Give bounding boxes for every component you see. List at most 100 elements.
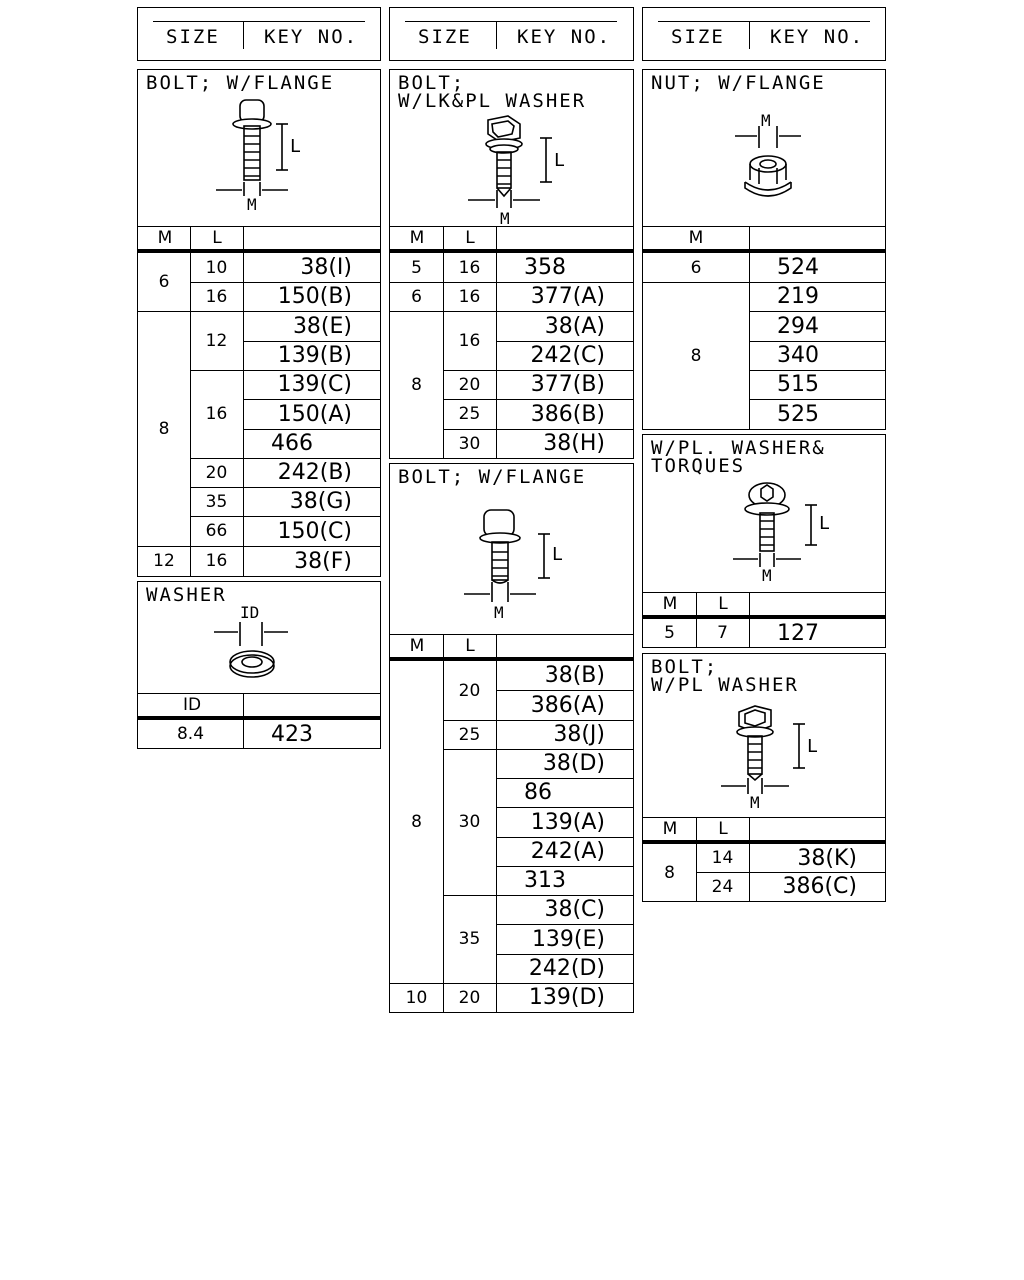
cell-m: 6 <box>158 272 170 292</box>
cell-l: 16 <box>458 286 481 307</box>
cell-l: 20 <box>458 987 481 1008</box>
col-divider <box>443 226 444 458</box>
header-size-label: SIZE <box>166 26 220 48</box>
cell-key: 242(B) <box>277 460 352 485</box>
rule <box>138 546 190 547</box>
cell-key: 38(A) <box>544 313 605 339</box>
rule <box>243 429 380 430</box>
cell-key: 386(A) <box>530 692 605 718</box>
cell-m: 5 <box>411 257 422 278</box>
rule <box>190 458 243 459</box>
header-key-label: KEY NO. <box>770 26 865 48</box>
rule <box>496 983 633 984</box>
cell-key: 38(F) <box>294 548 352 574</box>
col-divider <box>749 226 750 429</box>
rule <box>496 807 633 808</box>
rule <box>243 341 380 342</box>
header-separator <box>390 657 633 661</box>
header-key-label: KEY NO. <box>264 26 359 48</box>
rule <box>390 282 443 283</box>
cell-key: 358 <box>524 255 566 280</box>
header-separator <box>643 840 885 844</box>
rule <box>243 487 380 488</box>
cell-key: 242(A) <box>530 839 605 864</box>
rule <box>443 720 496 721</box>
cell-key: 150(B) <box>277 284 352 309</box>
rule <box>243 370 380 371</box>
cell-key: 386(B) <box>530 401 605 427</box>
dim-l-label: L <box>807 736 818 757</box>
rule <box>443 429 496 430</box>
cell-l: 16 <box>205 551 228 571</box>
col-divider <box>243 226 244 576</box>
rule <box>243 282 380 283</box>
dim-l-label: L <box>290 136 301 157</box>
cell-key: 139(C) <box>277 372 352 397</box>
cell-key: 313 <box>524 868 566 893</box>
rule <box>190 516 243 517</box>
panel-title: BOLT; W/FLANGE <box>398 466 587 488</box>
rule <box>243 546 380 547</box>
flange-bolt-icon: L M <box>216 99 301 214</box>
col-header-l: L <box>212 228 222 248</box>
cell-l: 14 <box>711 848 734 868</box>
cell-key: 150(C) <box>277 518 352 544</box>
cell-key: 219 <box>777 284 819 309</box>
col-header-m: M <box>688 228 704 248</box>
cell-l: 20 <box>458 680 481 701</box>
col-header-l: L <box>465 636 475 656</box>
rule <box>749 399 885 400</box>
cell-key: 242(C) <box>530 343 605 368</box>
rule <box>190 546 243 547</box>
rule <box>443 749 496 750</box>
col-header-l: L <box>465 228 475 248</box>
rule <box>496 924 633 925</box>
cell-m: 8 <box>664 862 675 883</box>
rule <box>190 311 243 312</box>
cell-l: 12 <box>205 330 228 351</box>
panel-bolt-flange-mid: BOLT; W/FLANGE L M M L 8 10 20 25 30 35 … <box>389 463 634 1013</box>
rule <box>643 226 885 227</box>
dim-l-label: L <box>819 513 830 534</box>
col-header-m: M <box>662 819 678 839</box>
cell-l: 30 <box>458 433 481 454</box>
header-rule <box>658 21 870 22</box>
panel-nut-flange: NUT; W/FLANGE M M 6 8 524 219 294 340 51… <box>642 69 886 430</box>
panel-bolt-pl-washer: BOLT; W/PL WASHER L M M L 8 14 24 38(K) … <box>642 653 886 902</box>
cell-key: 139(D) <box>528 985 605 1010</box>
rule <box>243 311 380 312</box>
rule <box>190 370 243 371</box>
rule <box>496 895 633 896</box>
header-divider <box>749 21 750 49</box>
rule <box>496 954 633 955</box>
cell-m: 8 <box>411 812 422 832</box>
cell-l: 35 <box>205 491 228 512</box>
cell-id: 8.4 <box>176 724 205 744</box>
washer-icon: ID <box>214 603 288 678</box>
cell-key: 139(B) <box>277 343 352 368</box>
header-box-right: SIZE KEY NO. <box>642 7 886 61</box>
rule <box>749 282 885 283</box>
cell-key: 242(D) <box>528 956 605 981</box>
rule <box>138 311 190 312</box>
header-size-label: SIZE <box>671 26 725 48</box>
rule <box>749 370 885 371</box>
header-box-mid: SIZE KEY NO. <box>389 7 634 61</box>
col-header-m: M <box>662 594 678 614</box>
col-header-m: M <box>409 228 425 248</box>
col-header-m: M <box>409 636 425 656</box>
cell-key: 38(I) <box>300 255 352 280</box>
panel-bolt-flange-left: BOLT; W/FLANGE L M M L 6 8 12 10 16 12 1… <box>137 69 381 577</box>
flange-nut-icon: M <box>735 111 801 197</box>
panel-title: BOLT; W/FLANGE <box>146 72 335 94</box>
col-divider <box>496 634 497 1012</box>
panel-title: BOLT; W/PL WASHER <box>651 656 799 696</box>
rule <box>138 693 380 694</box>
dim-l-label: L <box>554 150 565 171</box>
col-divider <box>749 817 750 901</box>
header-size-label: SIZE <box>418 26 472 48</box>
cell-l: 25 <box>458 724 481 745</box>
cell-key: 86 <box>524 780 552 805</box>
cell-m: 6 <box>411 286 422 307</box>
cell-l: 35 <box>458 929 481 949</box>
